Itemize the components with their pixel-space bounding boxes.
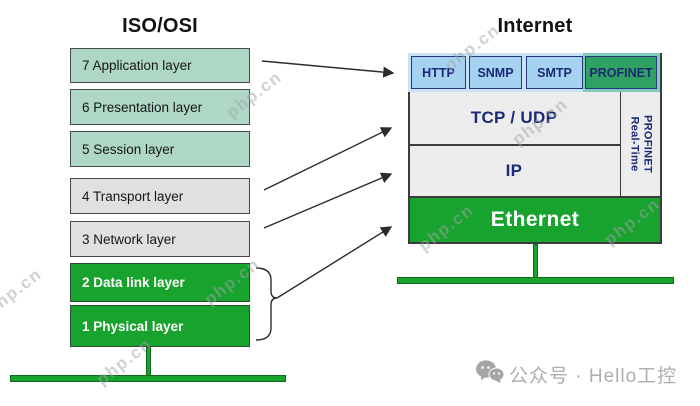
- internet-title: Internet: [497, 15, 573, 37]
- profinet-realtime-line1: PROFINET: [641, 114, 654, 173]
- layers-1-2-bracket: [255, 267, 278, 341]
- realtime-column-divider: [620, 92, 622, 196]
- arrow-transport-to-tcpudp: [263, 127, 393, 191]
- ethernet-box: Ethernet: [408, 196, 662, 244]
- tcp-ip-divider: [408, 144, 620, 146]
- wechat-icon: [476, 360, 505, 383]
- ip-label: IP: [505, 161, 523, 180]
- profinet-box: PROFINET: [585, 56, 657, 89]
- arrow-application-to-http: [261, 60, 395, 78]
- arrow-datalink-physical-to-ethernet: [276, 226, 393, 299]
- profinet-realtime-line2: Real-Time: [628, 116, 641, 172]
- osi-layer-5-session: 5 Session layer: [70, 131, 250, 167]
- credit-text: 公众号 · Hello工控: [509, 366, 678, 387]
- osi-layer-1-physical: 1 Physical layer: [70, 305, 250, 347]
- osi-title: ISO/OSI: [122, 15, 198, 37]
- watermark: php.cn: [0, 264, 46, 320]
- right-bus-line: [397, 277, 674, 284]
- arrow-network-to-ip: [263, 172, 393, 229]
- profinet-realtime-column: PROFINET Real-Time: [621, 92, 660, 196]
- osi-layer-2-datalink: 2 Data link layer: [70, 263, 250, 302]
- profinet-realtime-label: PROFINET Real-Time: [628, 92, 654, 196]
- osi-layer-7-application: 7 Application layer: [70, 48, 250, 83]
- right-bus-drop-line: [533, 244, 538, 279]
- snmp-box: SNMP: [469, 56, 522, 89]
- osi-layer-6-presentation: 6 Presentation layer: [70, 89, 250, 125]
- smtp-box: SMTP: [526, 56, 583, 89]
- osi-layer-3-network: 3 Network layer: [70, 221, 250, 257]
- http-box: HTTP: [411, 56, 466, 89]
- tcp-udp-label: TCP / UDP: [470, 108, 558, 127]
- osi-layer-4-transport: 4 Transport layer: [70, 178, 250, 214]
- left-bus-line: [10, 375, 286, 382]
